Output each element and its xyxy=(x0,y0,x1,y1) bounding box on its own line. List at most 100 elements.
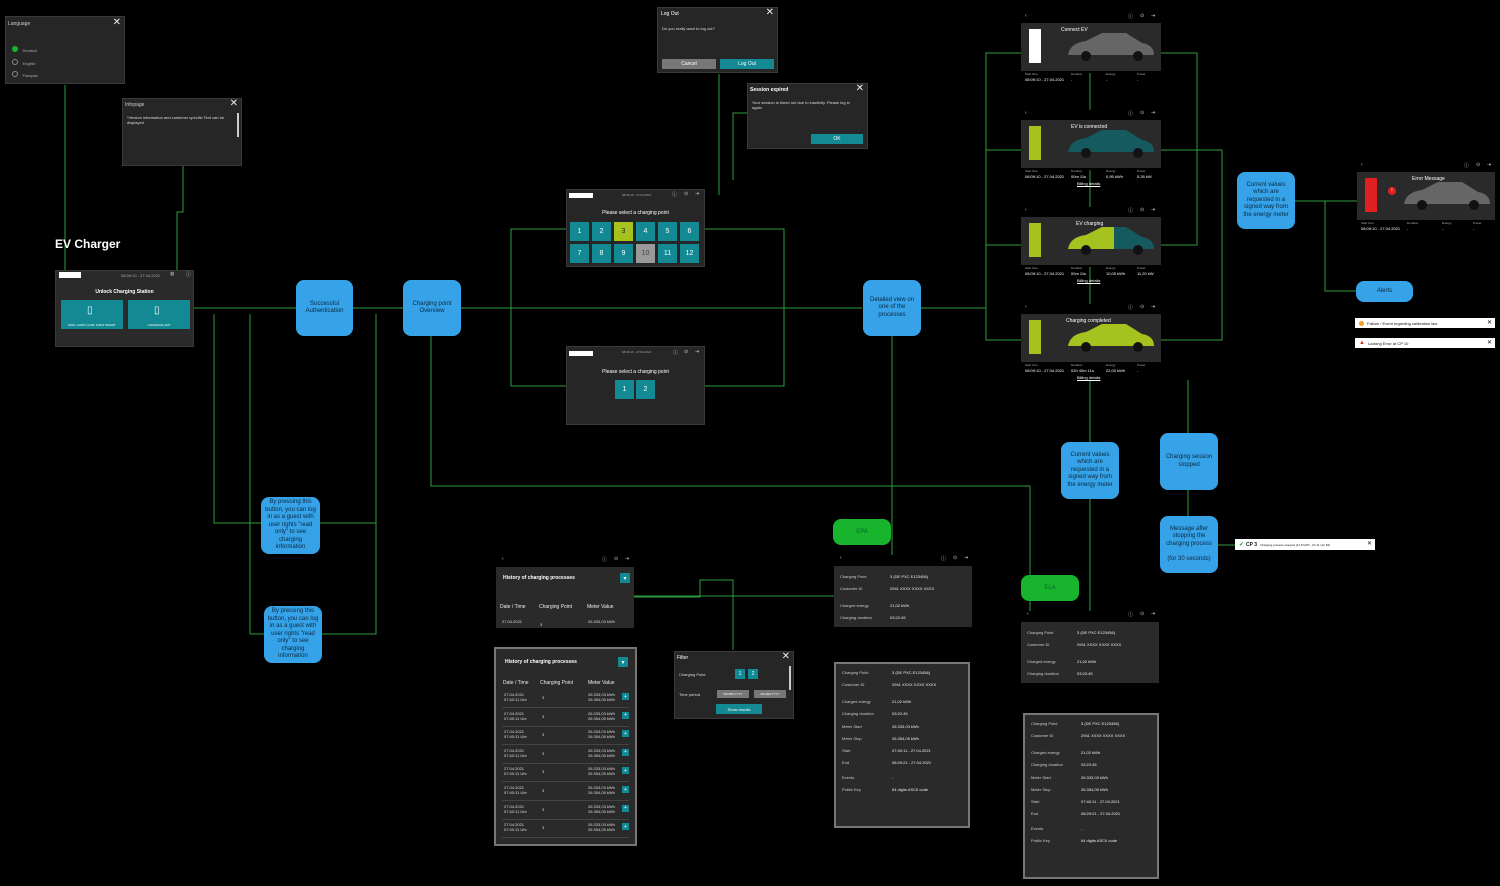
scrollbar[interactable] xyxy=(237,113,239,137)
expand-row-icon[interactable]: + xyxy=(622,711,629,719)
info-icon[interactable]: ⓘ xyxy=(602,557,608,563)
cp-tile-7[interactable]: 7 xyxy=(570,244,589,263)
cp-tile-12[interactable]: 12 xyxy=(680,244,699,263)
billing-details-link[interactable]: Billing details xyxy=(1077,181,1101,186)
language-option-fr[interactable]: Français xyxy=(12,64,38,82)
cp-tile-2[interactable]: 2 xyxy=(592,222,611,241)
settings-icon[interactable]: ⊙ xyxy=(1140,207,1145,213)
settings-icon[interactable]: ⊙ xyxy=(1140,110,1145,116)
back-icon[interactable]: ‹ xyxy=(1361,162,1363,168)
info-icon[interactable]: ⓘ xyxy=(941,556,947,562)
info-icon[interactable]: ⓘ xyxy=(1128,612,1134,618)
to-date-input[interactable]: DD.MM.YYYY xyxy=(754,690,786,698)
globe-icon[interactable]: ◍ xyxy=(170,271,175,277)
info-icon[interactable]: ⓘ xyxy=(1128,305,1134,311)
info-icon[interactable]: ⓘ xyxy=(1128,208,1134,214)
expand-row-icon[interactable]: + xyxy=(622,730,629,738)
cp-tile-3[interactable]: 3 xyxy=(614,222,633,241)
filter-icon[interactable]: ▾ xyxy=(618,657,628,667)
logout-icon[interactable]: ⇥ xyxy=(625,556,630,562)
close-icon[interactable]: ✕ xyxy=(765,7,774,18)
logout-icon[interactable]: ⇥ xyxy=(1151,110,1156,116)
close-icon[interactable]: ✕ xyxy=(229,98,238,109)
cp-tile-11[interactable]: 11 xyxy=(658,244,677,263)
expand-row-icon[interactable]: + xyxy=(622,748,629,756)
close-icon[interactable]: ✕ xyxy=(781,651,790,662)
back-icon[interactable]: ‹ xyxy=(1025,304,1027,310)
settings-icon[interactable]: ⊙ xyxy=(1140,13,1145,19)
close-icon[interactable]: ✕ xyxy=(1486,320,1492,326)
close-icon[interactable]: ✕ xyxy=(855,83,864,94)
start-label: Start time xyxy=(1025,72,1038,76)
cp-label: Charging Point xyxy=(840,574,867,579)
app-button[interactable]: ▯ CHARGING APP xyxy=(128,300,190,329)
cp-tile-8[interactable]: 8 xyxy=(592,244,611,263)
filter-icon[interactable]: ▾ xyxy=(620,573,630,583)
cp-tile-5[interactable]: 5 xyxy=(658,222,677,241)
settings-icon[interactable]: ⊙ xyxy=(1140,611,1145,617)
back-icon[interactable]: ‹ xyxy=(1025,207,1027,213)
cp-tile-1[interactable]: 1 xyxy=(615,380,634,399)
logo xyxy=(569,351,593,356)
settings-icon[interactable]: ⊙ xyxy=(614,556,619,562)
ev-screen: Charging completed xyxy=(1021,314,1161,362)
filter-cp-2[interactable]: 2 xyxy=(748,669,758,679)
settings-icon[interactable]: ⊙ xyxy=(1476,162,1481,168)
logout-icon[interactable]: ⇥ xyxy=(1487,162,1492,168)
back-icon[interactable]: ‹ xyxy=(502,556,504,562)
settings-icon[interactable]: ⊙ xyxy=(1140,304,1145,310)
logout-icon[interactable]: ⇥ xyxy=(1151,304,1156,310)
info-icon[interactable]: ⓘ xyxy=(1464,163,1470,169)
logout-icon[interactable]: ⇥ xyxy=(1151,13,1156,19)
cp-label: Charging Point xyxy=(1027,630,1054,635)
expand-row-icon[interactable]: + xyxy=(622,823,629,831)
info-icon[interactable]: ⓘ xyxy=(1128,14,1134,20)
language-option-de[interactable]: Deutsch xyxy=(12,39,37,57)
filter-cp-1[interactable]: 1 xyxy=(735,669,745,679)
scrollbar[interactable] xyxy=(789,666,791,690)
logout-icon[interactable]: ⇥ xyxy=(1151,207,1156,213)
end-label: End xyxy=(842,760,850,765)
back-icon[interactable]: ‹ xyxy=(1025,13,1027,19)
settings-icon[interactable]: ⊙ xyxy=(684,191,689,197)
info-icon[interactable]: ⓘ xyxy=(1128,111,1134,117)
rfid-button[interactable]: ▯ RFID, AUDIT, CHIP, JOINT SMART xyxy=(61,300,123,329)
expand-row-icon[interactable]: + xyxy=(622,693,629,700)
ok-button[interactable]: OK xyxy=(811,134,863,144)
settings-icon[interactable]: ⊙ xyxy=(684,349,689,355)
close-icon[interactable]: ✕ xyxy=(1486,340,1492,346)
cancel-button[interactable]: Cancel xyxy=(662,59,716,69)
cp-tile-4[interactable]: 4 xyxy=(636,222,655,241)
logout-icon[interactable]: ⇥ xyxy=(1151,611,1156,617)
logout-icon[interactable]: ⇥ xyxy=(695,191,700,197)
settings-icon[interactable]: ⊙ xyxy=(953,555,958,561)
cp-tile-1[interactable]: 1 xyxy=(570,222,589,241)
cp-tile-6[interactable]: 6 xyxy=(680,222,699,241)
cp-tile-10[interactable]: 10 xyxy=(636,244,655,263)
close-icon[interactable]: ✕ xyxy=(112,17,121,28)
back-icon[interactable]: ‹ xyxy=(840,555,842,561)
billing-details-link[interactable]: Billing details xyxy=(1077,375,1101,380)
back-icon[interactable]: ‹ xyxy=(1027,611,1029,617)
info-icon[interactable]: ⓘ xyxy=(672,192,678,198)
expand-row-icon[interactable]: + xyxy=(622,804,629,812)
logout-icon[interactable]: ⇥ xyxy=(964,555,969,561)
info-icon[interactable]: ⓘ xyxy=(673,350,679,356)
energy-label: Energy xyxy=(1442,221,1452,225)
expand-row-icon[interactable]: + xyxy=(622,786,629,793)
close-icon[interactable]: ✕ xyxy=(1366,541,1372,547)
logout-button[interactable]: Log Out xyxy=(720,59,774,69)
cp-tile-2[interactable]: 2 xyxy=(636,380,655,399)
language-option-en[interactable]: English xyxy=(12,52,36,70)
info-icon[interactable]: ⓘ xyxy=(186,272,192,278)
show-results-button[interactable]: Show results xyxy=(716,704,762,714)
from-date-input[interactable]: DD.MM.YYYY xyxy=(717,690,749,698)
billing-details-link[interactable]: Billing details xyxy=(1077,278,1101,283)
expand-row-icon[interactable]: + xyxy=(622,767,629,775)
back-icon[interactable]: ‹ xyxy=(1025,110,1027,116)
logout-icon[interactable]: ⇥ xyxy=(695,349,700,355)
cp-tile-9[interactable]: 9 xyxy=(614,244,633,263)
